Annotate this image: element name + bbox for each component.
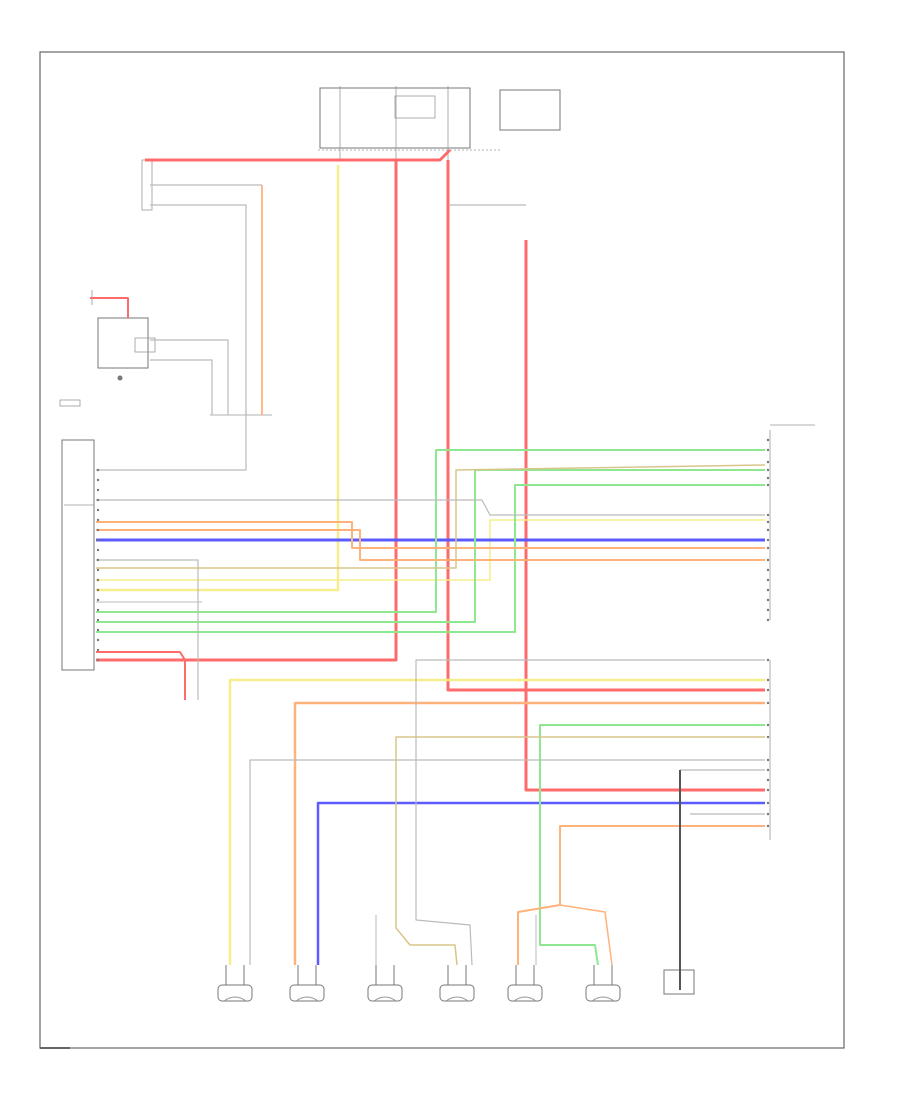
- wire-tan-22: [96, 464, 766, 569]
- connector-pin: [766, 701, 770, 705]
- radio-pin: [96, 618, 100, 622]
- radio-pin: [96, 528, 100, 532]
- radio-unit: [61, 439, 95, 671]
- connector-pin: [766, 688, 770, 692]
- connector-pin: [766, 788, 770, 792]
- connector-pin: [766, 438, 770, 442]
- speaker-5: [507, 965, 543, 1002]
- connector-pin: [766, 812, 770, 816]
- radio-pin: [96, 638, 100, 642]
- connector-pin: [766, 824, 770, 828]
- wire-red-2: [446, 160, 765, 692]
- connector-pin: [766, 468, 770, 472]
- connector-pin: [766, 520, 770, 524]
- connector-pin: [766, 568, 770, 572]
- speaker-1: [217, 965, 253, 1002]
- connector-pin: [766, 588, 770, 592]
- wire-yellow-8: [96, 519, 765, 581]
- radio-pin: [96, 498, 100, 502]
- connector-pin: [766, 801, 770, 805]
- radio-pin: [96, 588, 100, 592]
- fuse-relay-box: [394, 95, 436, 119]
- fuse-block-label-area: [499, 89, 561, 131]
- speaker-group: [217, 965, 621, 1002]
- speaker-4: [439, 965, 475, 1002]
- radio-pin: [96, 538, 100, 542]
- wire-orange-18: [293, 701, 765, 965]
- wire-yellow-7: [228, 678, 765, 965]
- wire-orange-20: [559, 904, 613, 966]
- radio-pin: [96, 578, 100, 582]
- connector-pin: [766, 460, 770, 464]
- wire-red-0: [145, 148, 452, 162]
- speaker-3: [367, 965, 403, 1002]
- connector-pin: [766, 598, 770, 602]
- radio-top-connector: [59, 399, 81, 407]
- connector-pin: [766, 558, 770, 562]
- connector-pin: [766, 608, 770, 612]
- connector-pin: [766, 483, 770, 487]
- radio-pin: [96, 518, 100, 522]
- connector-pin: [766, 476, 770, 480]
- speaker-6: [585, 965, 621, 1002]
- wire-gray-28: [96, 499, 765, 516]
- wire-yellow-6: [96, 165, 340, 592]
- wire-gray-32: [249, 759, 765, 965]
- radio-pin: [96, 598, 100, 602]
- connector-pin: [766, 528, 770, 532]
- wire-red-1: [96, 160, 398, 662]
- connector-pin: [766, 538, 770, 542]
- connector-pin: [766, 758, 770, 762]
- wire-gray-31: [415, 659, 765, 966]
- connector-pin: [766, 678, 770, 682]
- connector-pin: [766, 546, 770, 550]
- wire-orange-17: [96, 529, 765, 561]
- connector-pin: [766, 578, 770, 582]
- radio-pin: [96, 478, 100, 482]
- radio-pin: [96, 568, 100, 572]
- wire-green-12: [96, 469, 765, 623]
- wire-gray-25: [150, 339, 229, 415]
- connector-pin: [766, 448, 770, 452]
- wire-gray-24: [150, 204, 247, 415]
- radio-pin: [96, 488, 100, 492]
- wire-gray-26: [150, 359, 213, 415]
- radio-pin: [96, 508, 100, 512]
- radio-pin: [96, 658, 100, 662]
- radio-pin: [96, 628, 100, 632]
- connector-pin: [766, 723, 770, 727]
- radio-pin: [96, 548, 100, 552]
- connector-pin: [766, 618, 770, 622]
- wire-gray-27: [96, 410, 247, 471]
- wire-green-11: [96, 449, 765, 613]
- diagram-frame: [39, 51, 845, 1049]
- connector-pin: [766, 778, 770, 782]
- ground-point: [117, 375, 123, 381]
- wire-green-13: [96, 484, 765, 633]
- wire-blue-10: [316, 801, 765, 965]
- radio-pin: [96, 608, 100, 612]
- wire-red-5: [90, 297, 129, 318]
- radio-pin: [96, 468, 100, 472]
- wire-gray-29: [96, 559, 199, 700]
- wire-green-14: [539, 724, 765, 966]
- speaker-2: [289, 965, 325, 1002]
- radio-pin: [96, 648, 100, 652]
- wire-red-3: [524, 240, 765, 792]
- connector-pin: [766, 513, 770, 517]
- wire-tan-21: [395, 736, 765, 966]
- wire-red-4: [96, 651, 186, 700]
- illumination-switch: [97, 317, 149, 369]
- connector-pin: [766, 768, 770, 772]
- radio-pin: [96, 558, 100, 562]
- connector-pin: [766, 735, 770, 739]
- connector-pin: [766, 658, 770, 662]
- wire-orange-16: [96, 521, 765, 549]
- wire-group: [90, 148, 770, 966]
- switch-contact: [134, 337, 156, 353]
